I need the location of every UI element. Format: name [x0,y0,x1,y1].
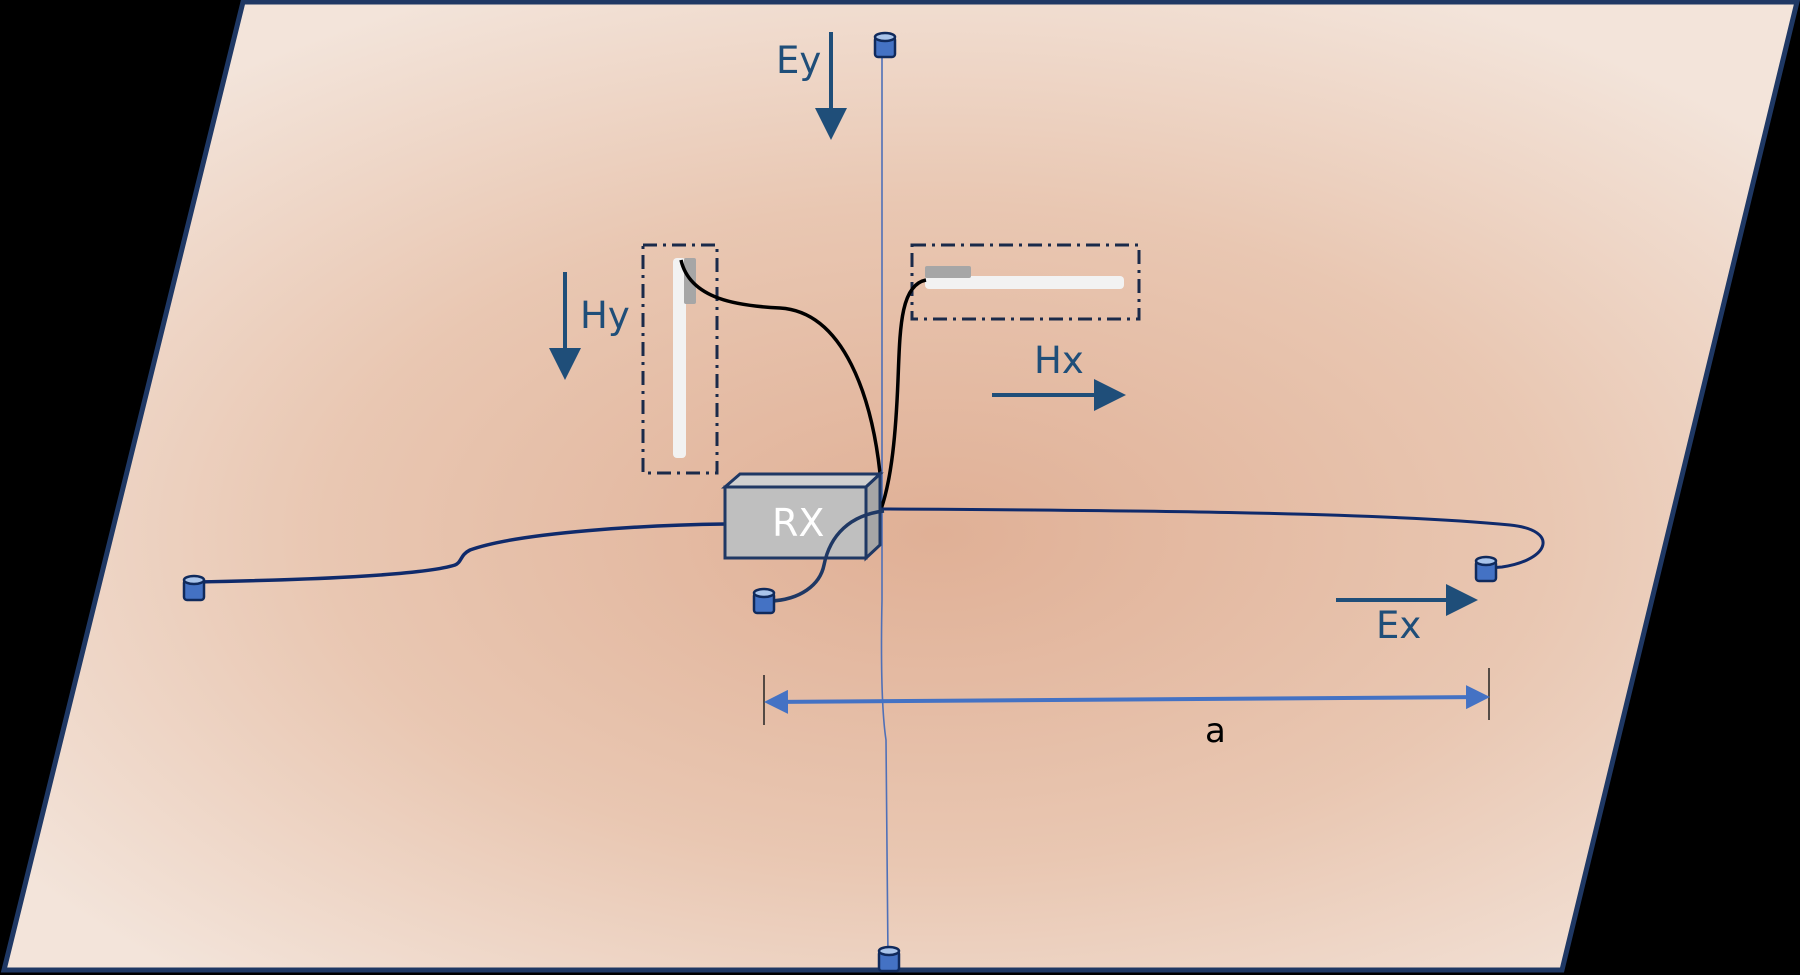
electrode-north-icon [873,31,897,59]
hx-cable [878,278,927,513]
hy-cable [679,259,882,474]
ex-east-cable [879,507,1545,570]
receiver-box: RX [720,470,884,562]
receiver-label: RX [772,501,824,545]
ey-label: Ey [776,39,821,82]
ex-label: Ex [1376,604,1421,647]
electrode-south-icon [877,945,901,973]
ground-cable [769,509,885,603]
dimension-arrow [764,685,1490,714]
hx-coil [910,243,1141,321]
ey-wire [880,45,889,959]
ex-west-cable [195,522,726,584]
hy-coil [641,243,719,475]
hx-label: Hx [1034,339,1084,382]
electrode-west-icon [182,574,206,602]
electrode-ground-icon [752,587,776,615]
dimension-label: a [1205,711,1226,751]
hy-label: Hy [580,294,630,337]
electrode-east-icon [1474,555,1498,583]
